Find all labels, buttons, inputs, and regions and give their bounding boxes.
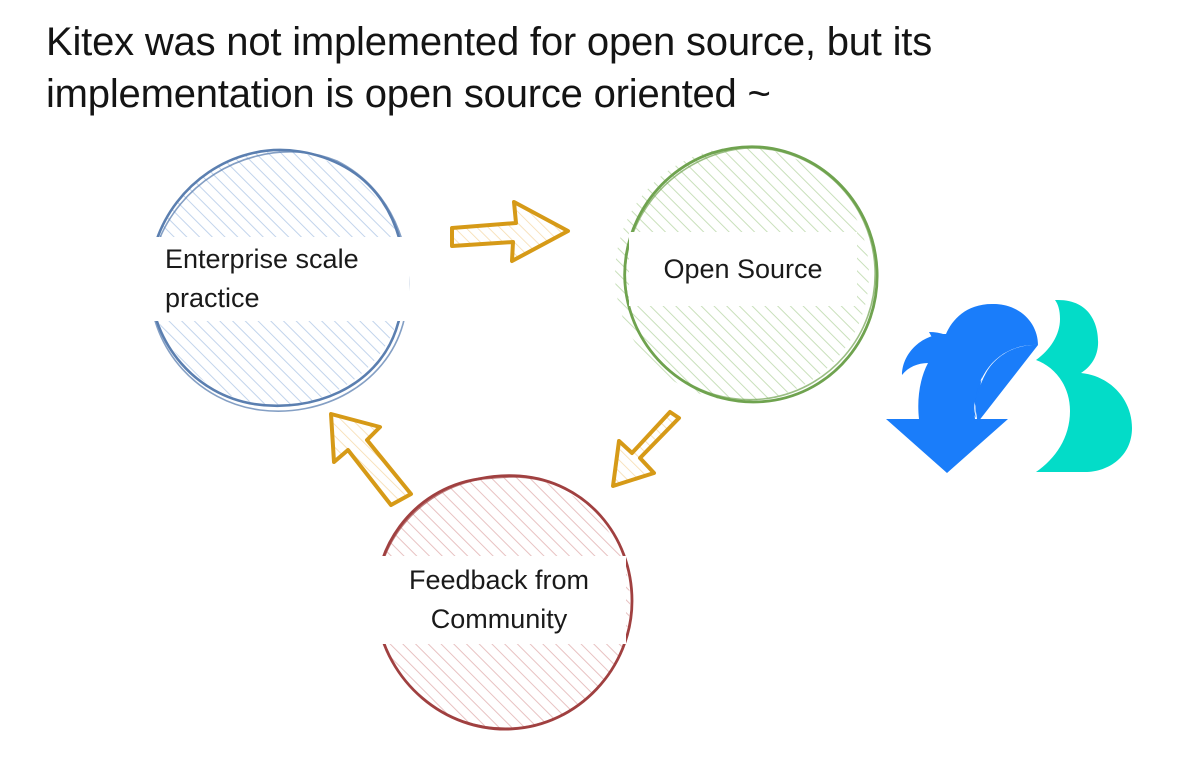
node-label-feedback-from-community: Feedback from Community — [372, 556, 626, 644]
arrow-open-source-to-feedback — [611, 410, 681, 488]
node-label-open-source: Open Source — [629, 232, 857, 306]
cloud-arrow-logo — [880, 283, 1142, 473]
node-label-enterprise-scale-practice: Enterprise scale practice — [147, 237, 409, 321]
logo-blue-arrow — [886, 304, 1037, 473]
node-label-text: Feedback from Community — [408, 565, 590, 634]
arrow-open-source-to-feedback-shape — [611, 410, 681, 488]
arrow-enterprise-to-open-source — [450, 200, 570, 263]
arrow-feedback-to-enterprise — [329, 412, 413, 507]
page-title: Kitex was not implemented for open sourc… — [46, 20, 943, 116]
logo-teal-cloud — [1003, 300, 1132, 472]
arrow-enterprise-to-open-source-shape — [450, 200, 570, 263]
logo-blue-joiner — [976, 344, 1038, 422]
node-label-text: Enterprise scale practice — [165, 244, 359, 313]
arrow-feedback-to-enterprise-shape — [329, 412, 413, 507]
node-open-source-outline-sketch — [624, 147, 876, 401]
node-label-text: Open Source — [663, 253, 823, 284]
node-open-source-outline — [623, 145, 879, 404]
